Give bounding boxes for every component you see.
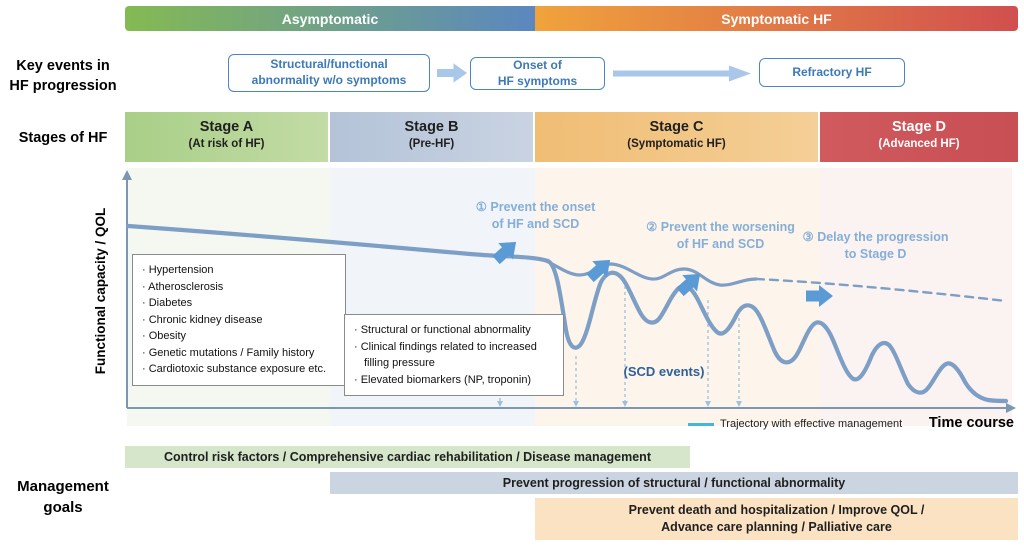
list-item: · Atherosclerosis	[142, 280, 224, 293]
key-events-label: Key events in HF progression	[9, 58, 117, 95]
delay-arrow-icon	[806, 285, 833, 307]
x-axis-arrow-icon	[1006, 403, 1016, 413]
managed-trajectory-dashed	[754, 277, 1008, 303]
stage-c-title: Stage C	[649, 119, 704, 135]
stage-d-subtitle: (Advanced HF)	[878, 138, 960, 150]
phase-symptomatic: Symptomatic HF	[535, 6, 1018, 31]
list-item: · Clinical findings related to increased…	[354, 340, 537, 370]
stage-b: Stage B (Pre-HF)	[330, 112, 533, 162]
annotation-delay-progression: ③ Delay the progression to Stage D	[802, 230, 949, 261]
stage-d-title: Stage D	[892, 119, 946, 135]
stage-c-tint	[535, 168, 820, 426]
stages-label: Stages of HF	[18, 130, 108, 146]
management-goals-label: Management goals	[17, 478, 109, 516]
flow-arrow-icon	[437, 63, 467, 83]
phase-symptomatic-label: Symptomatic HF	[721, 10, 832, 27]
list-item: · Genetic mutations / Family history	[142, 346, 315, 359]
stage-d: Stage D (Advanced HF)	[820, 112, 1018, 162]
list-item: · Elevated biomarkers (NP, troponin)	[354, 373, 532, 386]
stage-c: Stage C (Symptomatic HF)	[535, 112, 818, 162]
scd-events-label: (SCD events)	[623, 364, 705, 379]
stage-c-subtitle: (Symptomatic HF)	[627, 138, 726, 150]
down-arrow-icon	[497, 401, 503, 407]
risk-factors-box: · Hypertension · Atherosclerosis · Diabete…	[132, 254, 346, 386]
phase-asymptomatic-label: Asymptomatic	[281, 10, 379, 27]
flow-arrow-icon	[613, 65, 751, 82]
chart-svg	[122, 168, 1016, 426]
managed-trajectory	[542, 258, 758, 287]
recovery-arrows	[492, 241, 833, 307]
key-event-structural: Structural/functional abnormality w/o sy…	[228, 54, 430, 92]
list-item: · Cardiotoxic substance exposure etc.	[142, 363, 327, 375]
list-item: · Diabetes	[142, 297, 193, 309]
y-axis-label: Functional capacity / QOL	[93, 207, 108, 375]
event-arrowheads	[497, 401, 742, 407]
time-course-label: Time course	[928, 415, 1014, 431]
stage-a-subtitle: (At risk of HF)	[188, 138, 265, 150]
list-item: · Obesity	[142, 330, 187, 342]
recovery-arrow-icon	[492, 241, 517, 265]
recovery-arrow-icon	[586, 259, 611, 283]
legend-line-icon	[688, 423, 714, 426]
down-arrow-icon	[736, 401, 742, 407]
legend-label: Trajectory with effective management	[720, 418, 903, 430]
stage-b-title: Stage B	[404, 119, 459, 135]
key-event-refractory: Refractory HF	[759, 58, 905, 87]
mgmt-bar-risk-factors: Control risk factors / Comprehensive car…	[125, 446, 690, 468]
down-arrow-icon	[622, 401, 628, 407]
stage-b-subtitle: (Pre-HF)	[408, 138, 455, 150]
list-item: · Structural or functional abnormality	[354, 324, 531, 336]
findings-box: · Structural or functional abnormality · …	[344, 314, 564, 396]
key-event-onset: Onset of HF symptoms	[470, 57, 605, 90]
stage-a: Stage A (At risk of HF)	[125, 112, 328, 162]
stage-d-tint	[820, 168, 1012, 426]
list-item: · Chronic kidney disease	[142, 313, 263, 326]
mgmt-bar-prevent-progression: Prevent progression of structural / func…	[330, 472, 1018, 494]
phase-asymptomatic: Asymptomatic	[125, 6, 535, 31]
down-arrow-icon	[573, 401, 579, 407]
stage-a-title: Stage A	[199, 119, 254, 135]
y-axis-arrow-icon	[122, 170, 132, 180]
recovery-arrow-icon	[676, 273, 701, 297]
annotation-prevent-onset: ① Prevent the onset of HF and SCD	[475, 200, 596, 231]
annotation-prevent-worsening: ② Prevent the worsening of HF and SCD	[646, 220, 795, 251]
mgmt-bar-prevent-death: Prevent death and hospitalization / Impr…	[535, 498, 1018, 540]
trajectory-curve	[125, 223, 1009, 404]
down-arrow-icon	[705, 401, 711, 407]
list-item: · Hypertension	[142, 264, 214, 276]
